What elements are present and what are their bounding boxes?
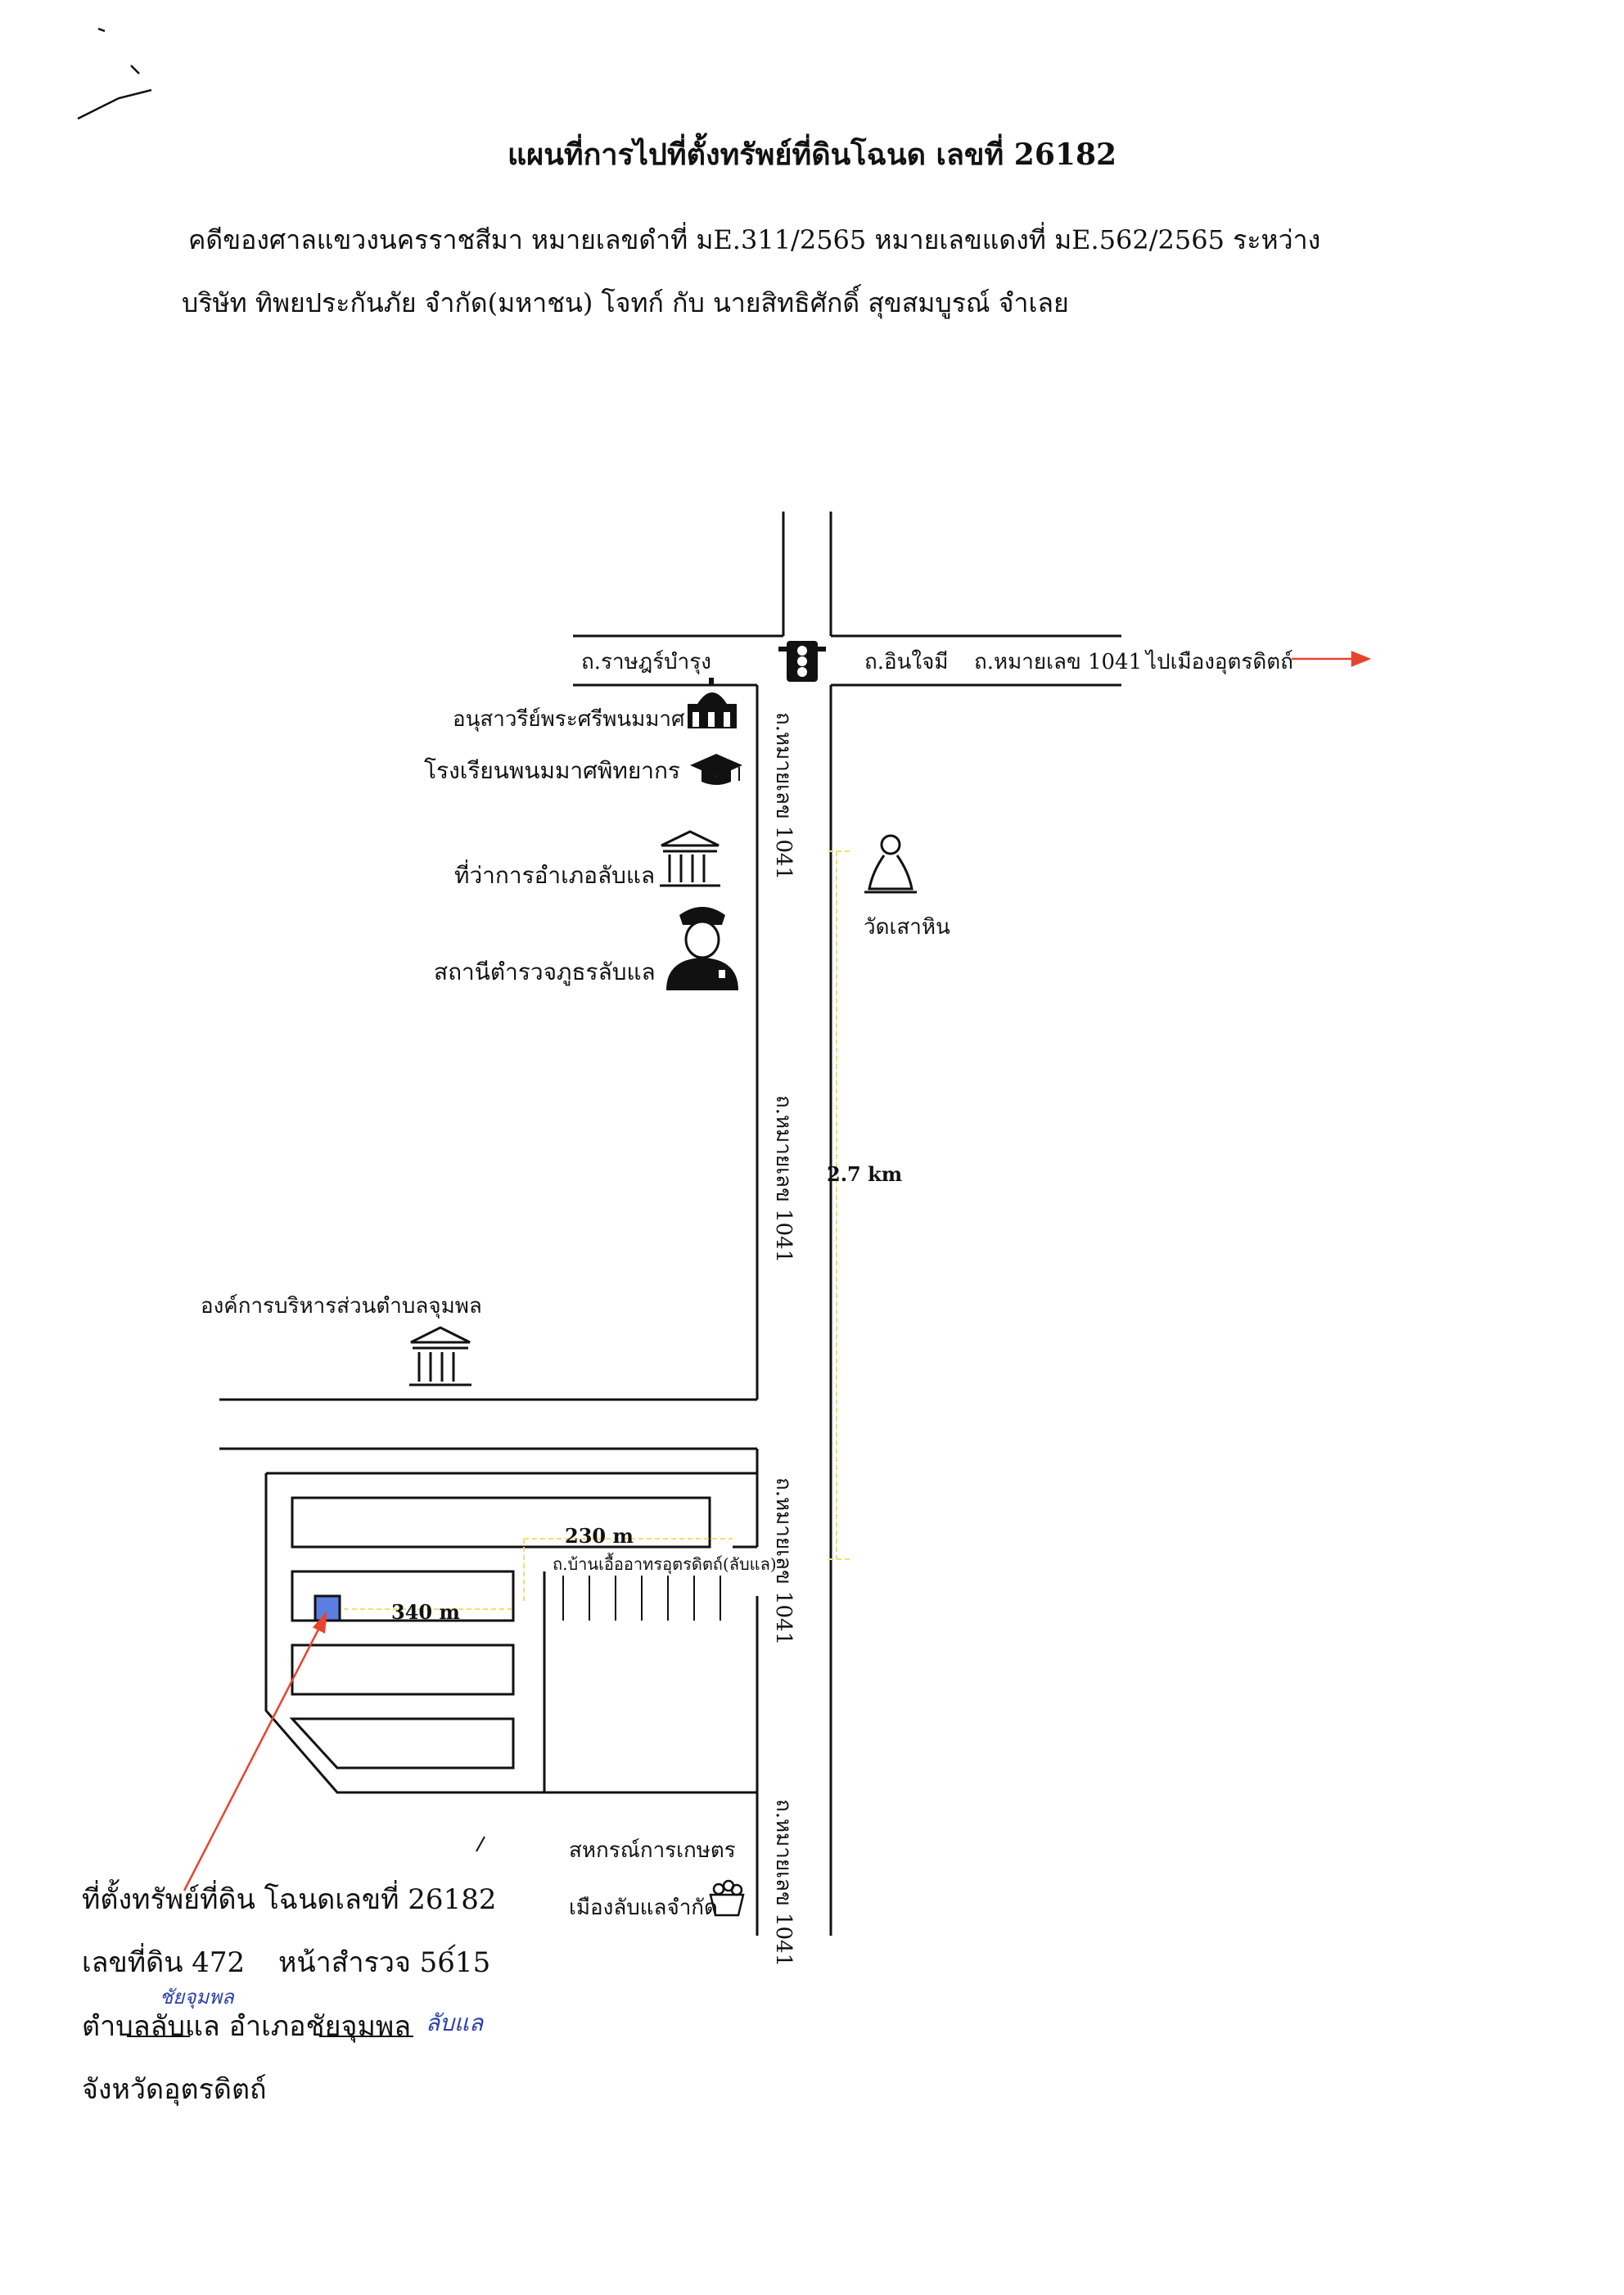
- traffic-light-icon: [778, 641, 826, 682]
- graduation-cap-icon: [690, 754, 742, 785]
- road-label-east-2: ถ.หมายเลข 1041: [974, 650, 1143, 674]
- monument-icon: [688, 678, 737, 728]
- school-label: โรงเรียนพนมมาศพิทยากร: [424, 757, 680, 784]
- side-road-ticks: [562, 1576, 721, 1621]
- ink-scribble: [77, 27, 152, 120]
- temple-label: วัดเสาหิน: [864, 915, 950, 940]
- parcel-marker: [314, 1594, 341, 1622]
- distance-label-highway: 2.7 km: [827, 1162, 903, 1186]
- highway-label-1: ถ.หมายเลข 1041: [771, 712, 796, 881]
- estate-block: [289, 1717, 515, 1770]
- police-officer-icon: [666, 907, 738, 990]
- location-province: จังหวัดอุตรดิตถ์: [82, 2073, 267, 2106]
- coop-label-2: เมืองลับแลจำกัด: [569, 1896, 718, 1920]
- road-label-to-city: ไปเมืองอุตรดิตถ์: [1146, 650, 1293, 674]
- strike-marks: [127, 1836, 485, 2037]
- police-station-label: สถานีตำรวจภูธรลับแล: [434, 958, 656, 985]
- distance-label-parcel: 340 m: [391, 1600, 460, 1624]
- highway-label-2: ถ.หมายเลข 1041: [771, 1095, 796, 1264]
- distance-guides: [336, 850, 851, 1610]
- highway-label-4: ถ.หมายเลข 1041: [771, 1799, 796, 1968]
- road-label-east-1: ถ.อินใจมี: [864, 650, 949, 674]
- case-line-2: บริษัท ทิพยประกันภัย จำกัด(มหาชน) โจทก์ …: [182, 287, 1069, 318]
- location-title: ที่ตั้งทรัพย์ที่ดิน โฉนดเลขที่ 26182: [82, 1883, 497, 1916]
- road-label-west: ถ.ราษฎร์บำรุง: [581, 650, 711, 674]
- case-line-1: คดีของศาลแขวงนครราชสีมา หมายเลขดำที่ มE.…: [188, 224, 1321, 255]
- buddha-icon: [864, 834, 917, 894]
- estate-boundary: [264, 1472, 759, 1794]
- estate-block: [291, 1643, 515, 1696]
- location-subdistrict: ตำบลลับแล อำเภอชัยจุมพล: [82, 2010, 412, 2043]
- map-title: แผนที่การไปที่ตั้งทรัพย์ที่ดินโฉนด เลขที…: [507, 138, 1117, 172]
- estate-block: [291, 1570, 515, 1622]
- distance-label-side-road: 230 m: [565, 1524, 634, 1548]
- sao-label: องค์การบริหารส่วนตำบลจุมพล: [201, 1294, 482, 1319]
- location-survey-page: หน้าสำรวจ 5615: [278, 1946, 491, 1979]
- coop-label-1: สหกรณ์การเกษตร: [569, 1838, 736, 1863]
- basket-icon: [709, 1879, 745, 1917]
- handwritten-correction-above: ชัยจุมพล: [160, 1986, 234, 2009]
- monument-label: อนุสาวรีย์พระศรีพนมมาศ: [453, 707, 685, 732]
- side-road-label: ถ.บ้านเอื้ออาทรอุตรดิตถ์(ลับแล): [553, 1554, 777, 1574]
- location-land-number: เลขที่ดิน 472: [82, 1946, 246, 1979]
- district-office-label: ที่ว่าการอำเภอลับแล: [454, 862, 656, 889]
- estate-block: [291, 1496, 711, 1549]
- pointer-arrows: [183, 651, 1372, 1891]
- government-building-icon: [660, 830, 720, 887]
- handwritten-correction-right: ลับแล: [426, 2009, 484, 2036]
- sao-building-icon: [409, 1326, 471, 1386]
